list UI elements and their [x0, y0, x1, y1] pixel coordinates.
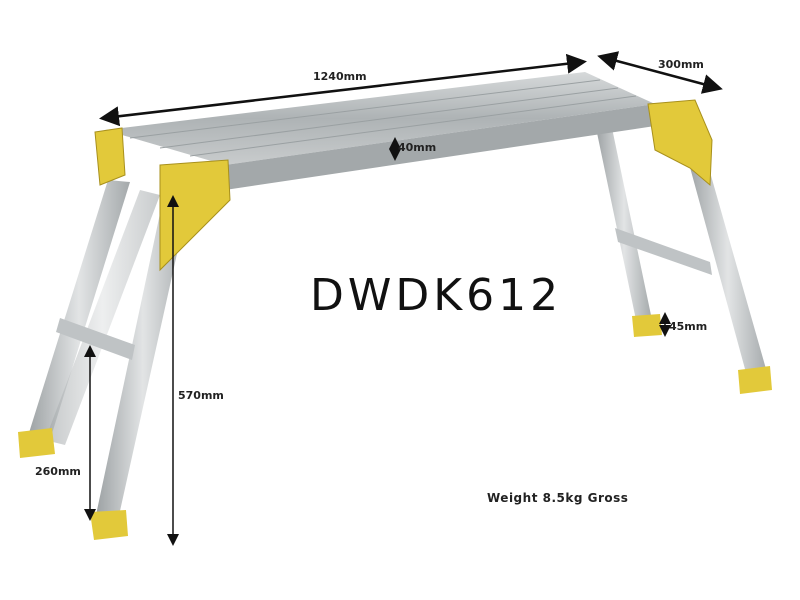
right-cross-brace [615, 228, 712, 275]
weight-label: Weight 8.5kg Gross [487, 491, 629, 505]
foot-back-left [18, 428, 55, 458]
front-right-leg [688, 158, 768, 380]
foot-height-label: 45mm [669, 320, 708, 333]
foot-back-right [632, 314, 662, 337]
width-label: 300mm [658, 58, 704, 71]
length-label: 1240mm [313, 70, 367, 83]
back-left-leg [28, 180, 160, 445]
deck-thickness-label: 40mm [398, 141, 437, 154]
model-name: DWDK612 [310, 270, 563, 321]
width-dimension-arrow [597, 51, 723, 94]
back-right-leg [596, 128, 652, 320]
left-cross-brace [56, 318, 135, 360]
front-left-leg [96, 190, 190, 520]
left-back-bracket [94, 127, 126, 186]
rung-height-label: 260mm [35, 465, 81, 478]
height-label: 570mm [178, 389, 224, 402]
foot-front-right [738, 366, 772, 394]
foot-front-left [90, 510, 128, 540]
right-bracket [647, 99, 713, 187]
length-dimension-arrow [99, 53, 587, 127]
left-front-bracket [159, 159, 231, 272]
